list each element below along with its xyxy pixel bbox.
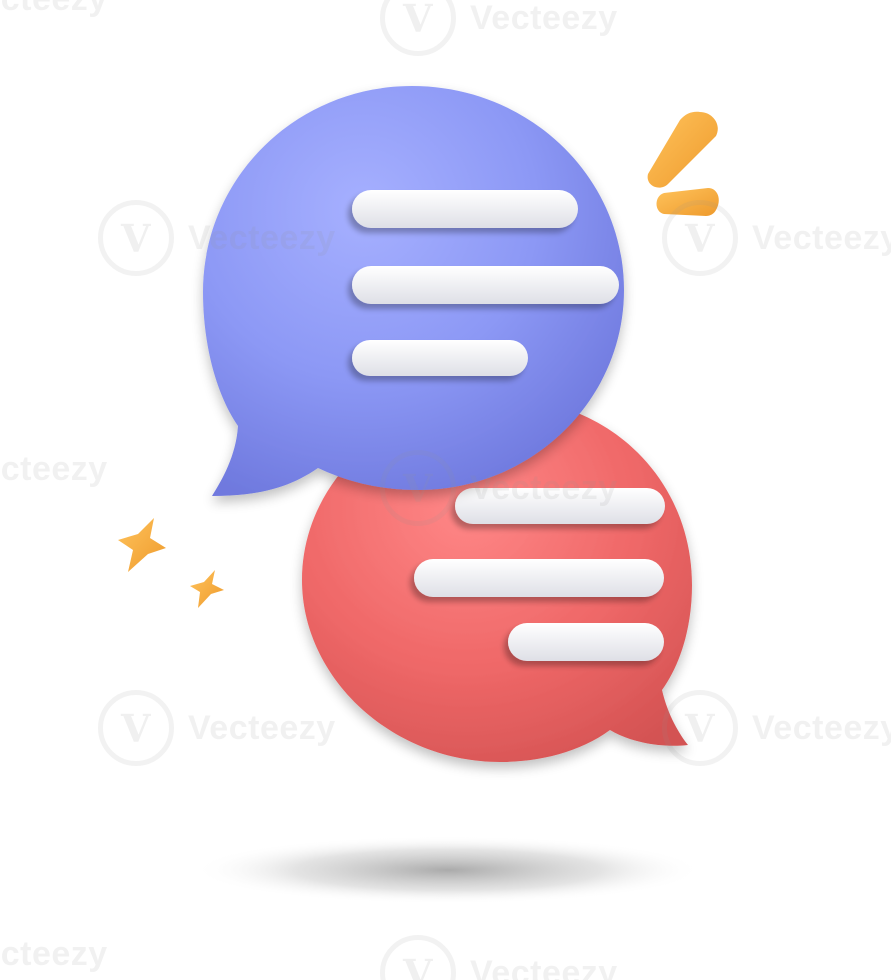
blue-speech-bubble-icon — [203, 86, 624, 496]
red-bubble-line-3 — [508, 623, 664, 661]
red-bubble-line-1 — [455, 488, 665, 524]
sparkle-star-icon — [190, 570, 224, 608]
blue-bubble-line-2 — [352, 266, 619, 304]
blue-bubble-line-1 — [352, 190, 578, 228]
red-bubble-line-2 — [414, 559, 664, 597]
blue-bubble-line-3 — [352, 340, 528, 376]
floor-shadow — [193, 836, 703, 904]
sparkle-star-icon — [118, 518, 166, 572]
exclamation-accent-icon — [647, 111, 719, 216]
